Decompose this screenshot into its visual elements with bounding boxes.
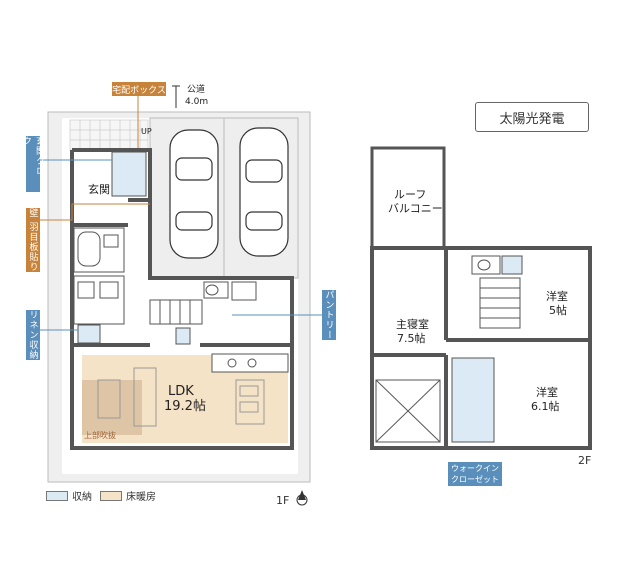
kitchen-counter (211, 353, 289, 373)
toilet-icon (471, 255, 501, 275)
stairs-1f (149, 299, 203, 325)
legend-floor-heating: 床暖房 (100, 488, 156, 503)
roof-balcony-label-1: ルーフ (394, 188, 426, 201)
callout-lines (40, 159, 322, 331)
ldk-size-label: 19.2帖 (164, 399, 206, 414)
void-2f (375, 379, 441, 443)
sofa (97, 367, 157, 427)
walk-in-closet-callout: ウォークイン クローゼット (448, 462, 502, 486)
road-label: 公道 (187, 83, 205, 95)
entrance-cloak-storage (111, 151, 147, 197)
entrance-cloak-callout: 玄関クローク (21, 136, 44, 192)
floor-1-label: 1F (276, 494, 290, 507)
pantry-callout: パントリー (322, 290, 336, 340)
road-width-label: 4.0m (185, 97, 208, 107)
building-walls-2f (370, 246, 592, 450)
washroom (73, 275, 125, 325)
pantry-box (231, 281, 257, 301)
legend-floor-heating-label: 床暖房 (126, 492, 156, 503)
toilet-icon (203, 281, 229, 299)
stairs-2f (479, 277, 521, 329)
western-room-b-size: 6.1帖 (531, 400, 560, 413)
linen-storage (77, 324, 101, 344)
walk-in-closet-callout-line-2: クローゼット (451, 475, 499, 484)
legend-floor-heating-swatch (100, 490, 122, 501)
solar-power-badge: 太陽光発電 (475, 102, 589, 132)
building-walls-1f (70, 148, 294, 450)
walk-in-closet-callout-line-1: ウォークイン (451, 464, 499, 473)
entrance-label: 玄関 (88, 182, 110, 196)
up-label: UP (141, 127, 152, 136)
approach-tiles (69, 119, 149, 151)
master-bedroom-size: 7.5帖 (397, 332, 426, 345)
roof-balcony-label-2: バルコニー (388, 202, 443, 215)
void-above-area (82, 380, 142, 435)
legend-storage-label: 収納 (72, 492, 92, 503)
western-room-b-label: 洋室 (536, 385, 558, 399)
wall-panel-callout: 壁 羽目板貼り (26, 208, 40, 272)
floor-2-label: 2F (578, 454, 592, 467)
car-icon (169, 129, 219, 259)
north-arrow-icon (296, 490, 308, 506)
dining-set (235, 379, 265, 425)
legend-storage-swatch (46, 490, 68, 501)
delivery-box-callout: 宅配ボックス (112, 82, 166, 96)
ldk-label: LDK (168, 384, 194, 399)
linen-storage-callout: リネン収納 (26, 310, 40, 360)
western-room-a-size: 5帖 (549, 304, 567, 317)
legend-storage: 収納 (46, 488, 92, 503)
car-icon (239, 127, 289, 257)
void-above-label: 上部吹抜 (84, 430, 116, 440)
walk-in-closet (451, 357, 495, 443)
master-bedroom-label: 主寝室 (396, 317, 429, 331)
western-room-a-label: 洋室 (546, 289, 568, 303)
